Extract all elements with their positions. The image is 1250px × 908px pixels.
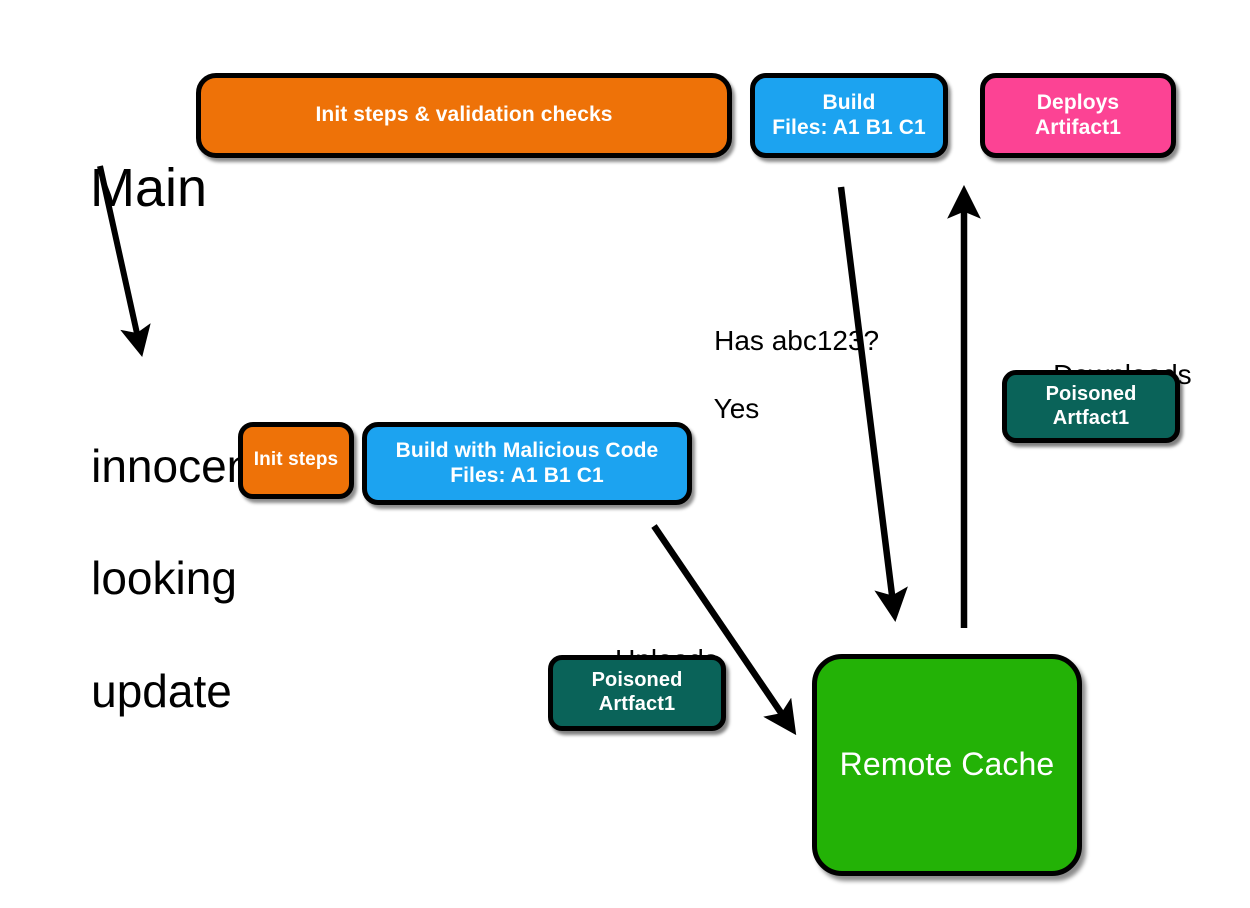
node-poisoned-artifact-download-line2: Artfact1 [1052,406,1130,429]
node-build-malicious-code-line2: Files: A1 B1 C1 [450,463,604,487]
node-poisoned-artifact-upload-line1: Poisoned [591,669,683,692]
annotation-cache-query-line2: Yes [713,393,760,425]
node-init-steps-validation-main-line1: Init steps & validation checks [315,103,613,127]
node-build-main-line2: Files: A1 B1 C1 [772,115,926,139]
node-poisoned-artifact-upload[interactable]: Poisoned Artfact1 [548,655,726,731]
node-deploys-artifact-main[interactable]: Deploys Artifact1 [980,73,1176,158]
node-poisoned-artifact-download[interactable]: Poisoned Artfact1 [1002,370,1180,443]
lane-label-innocent-update-line3: update [91,664,232,717]
lane-label-main-text: Main [90,157,208,218]
node-build-malicious-code[interactable]: Build with Malicious Code Files: A1 B1 C… [362,422,692,505]
annotation-cache-query-line1: Has abc123? [714,325,880,357]
node-init-steps-attacker[interactable]: Init steps [238,422,354,499]
lane-label-innocent-update-line2: looking [91,552,237,605]
lane-label-innocent-update: innocent looking update [40,382,265,775]
node-remote-cache[interactable]: Remote Cache [812,654,1082,876]
annotation-cache-query: Has abc123? Yes [683,290,880,461]
node-poisoned-artifact-download-line1: Poisoned [1045,382,1137,405]
node-poisoned-artifact-upload-line2: Artfact1 [598,693,676,715]
node-build-main[interactable]: Build Files: A1 B1 C1 [750,73,948,158]
node-remote-cache-line1: Remote Cache [839,746,1055,783]
node-init-steps-validation-main[interactable]: Init steps & validation checks [196,73,732,158]
node-init-steps-attacker-line1: Init steps [253,449,339,471]
node-deploys-main-line1: Deploys [1036,90,1120,114]
lane-label-innocent-update-line1: innocent [91,440,266,493]
lane-label-main: Main [30,90,207,288]
node-deploys-main-line2: Artifact1 [1034,115,1122,139]
node-build-malicious-code-line1: Build with Malicious Code [395,438,659,462]
node-build-main-line1: Build [822,90,876,114]
